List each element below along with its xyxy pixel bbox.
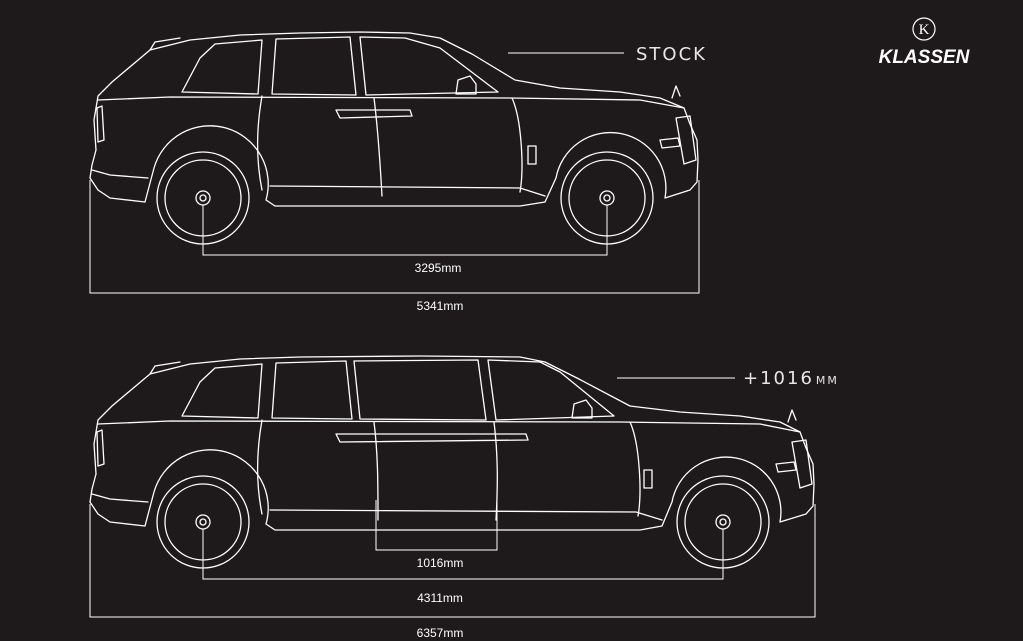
stretched-length-label: 6357mm (417, 626, 464, 640)
stretched-sill (269, 509, 663, 521)
stock-tag: STOCK (636, 44, 707, 65)
stretched-wheelbase-label: 4311mm (417, 591, 463, 605)
stretched-mid-window-1 (271, 360, 353, 420)
stock-front-hub (599, 190, 615, 206)
stretched-beltline (97, 420, 801, 433)
stock-side-marker (527, 145, 537, 165)
stock-rear-hub (195, 190, 211, 206)
stretched-mid-window-2 (353, 359, 487, 421)
stock-headlight (659, 137, 681, 149)
stock-taillight (96, 105, 105, 143)
stretched-door-seam-rear (256, 419, 263, 515)
stretched-grille (791, 439, 813, 489)
extension-box (375, 500, 498, 551)
stock-sill (269, 185, 546, 197)
stretched-side-marker (643, 469, 653, 489)
stretched-door-seam-front (629, 421, 641, 517)
stock-rear-hub-center (199, 194, 207, 202)
stretched-car (89, 355, 815, 569)
stock-rear-bumper (91, 169, 149, 179)
stock-wheelbase-label: 3295mm (415, 261, 462, 275)
stretched-front-hub-center (719, 518, 727, 526)
stretched-dimensions (89, 377, 816, 618)
stretched-rear-window (181, 363, 263, 419)
stock-length-label: 5341mm (417, 299, 464, 313)
stock-grille (675, 115, 697, 165)
stock-door-seam-front (511, 97, 523, 193)
stretched-headlight (775, 461, 797, 473)
stock-rear-window (181, 39, 263, 95)
stretched-length-line (89, 504, 816, 618)
stock-body-outline (89, 31, 699, 207)
stock-beltline (97, 96, 685, 109)
stretched-wheelbase-line (202, 529, 724, 580)
stock-hood-ornament (671, 85, 681, 99)
stretched-front-window (487, 359, 615, 421)
stock-mid-window (271, 36, 357, 96)
stretched-hood-ornament (787, 409, 797, 423)
stretched-front-hub (715, 514, 731, 530)
monogram-letter: K (919, 22, 930, 38)
stretched-taillight (96, 429, 105, 467)
stock-roofline (149, 37, 181, 51)
stretched-body-outline (89, 355, 815, 531)
extension-label: 1016mm (417, 556, 464, 570)
stretched-roofline (149, 361, 181, 375)
stock-door-seam-rear (256, 95, 263, 191)
stretched-tag-unit: MM (816, 374, 839, 387)
stretched-tag-value: +1016 (743, 368, 814, 389)
stretched-rear-hub (195, 514, 211, 530)
monogram-ring (912, 17, 936, 41)
stretched-door-handle (335, 433, 529, 443)
stretched-rear-bumper (91, 493, 149, 503)
brand-logo: K KLASSEN (879, 17, 971, 68)
stretched-mirror (571, 399, 593, 419)
stretched-rear-hub-center (199, 518, 207, 526)
stock-dimensions (89, 52, 700, 294)
stock-length-line (89, 180, 700, 294)
stock-front-hub-center (603, 194, 611, 202)
stock-front-window (359, 36, 499, 96)
stretched-door-seam-mid-1 (373, 421, 379, 521)
stock-mirror (455, 75, 477, 95)
stock-door-handle (335, 109, 413, 119)
brand-name: KLASSEN (879, 47, 971, 68)
stock-wheelbase-line (202, 205, 608, 256)
stock-door-seam-mid (373, 97, 383, 197)
